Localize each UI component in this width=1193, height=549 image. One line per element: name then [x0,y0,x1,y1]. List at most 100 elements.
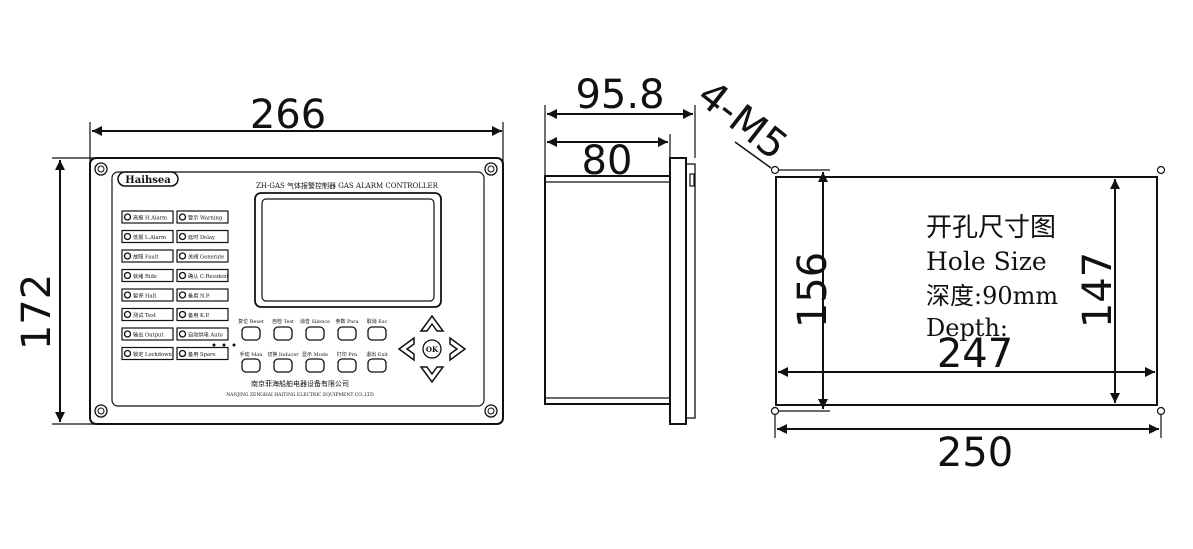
indicator-label: 备用 Spare [188,350,216,358]
arrow-up-icon[interactable] [419,314,445,332]
brand-badge [117,171,179,187]
indicator-label: 备用 N.P. [188,292,210,300]
indicator-label: 关阀 Generate [188,253,224,261]
top-key-button[interactable] [337,326,357,341]
brand-logo: Haihsea [125,175,171,186]
ok-button[interactable] [422,339,442,359]
indicator-label: 输出 Output [133,331,164,339]
indicator-label: 暂停 Halt [133,292,157,300]
indicator-frame [121,288,174,302]
front-height-label: 172 [14,274,60,350]
top-key-button[interactable] [367,326,387,341]
indicator-led-icon [178,271,187,280]
bottom-key-label: 显示 Mode [302,352,328,358]
indicator-led-icon [178,213,187,221]
bottom-key-label: 切换 Inducer [267,351,299,358]
left-indicator: 高报 H.Alarm [121,210,174,224]
cutout-title-en: Hole Size [926,247,1047,276]
side-view: 95.8 80 [544,72,696,425]
indicator-led-icon [123,310,132,319]
bottom-key-label: 退出 Exit [366,351,388,358]
panel-title: ZH-GAS 气体报警控制器 GAS ALARM CONTROLLER [256,181,439,190]
right-indicator: 自动供电 Auto [176,327,229,341]
top-key-label: 消音 Silence [300,318,330,325]
indicator-frame [176,210,229,224]
mounting-screw-label: 4-M5 [689,72,796,170]
cutout-rect [775,176,1158,406]
indicator-led-icon [123,330,132,338]
indicator-label: 备用 K.P. [188,311,210,319]
right-indicator: 备用 N.P. [176,288,229,302]
right-indicator: 警示 Warning [176,210,229,224]
indicator-label: 就绪 Ride [133,272,157,280]
right-indicator: 确认 C.Resident [176,268,229,283]
indicator-frame [176,327,229,341]
indicator-label: 低报 L.Alarm [133,233,166,241]
bottom-key-button[interactable] [337,358,357,373]
indicator-frame [121,307,174,322]
indicator-label: 高报 H.Alarm [133,214,167,222]
indicator-frame [121,268,174,283]
bottom-key-button[interactable] [367,358,387,373]
bottom-key-button[interactable] [273,358,293,373]
indicator-frame [176,268,229,283]
cutout-view: 4-M5 250 247 156 147 开孔尺寸图 Hole Size 深度:… [689,72,1166,476]
indicator-led-icon [178,349,187,358]
indicator-label: 确认 C.Resident [188,272,229,280]
indicator-label: 延时 Delay [188,233,215,241]
left-indicator: 锁定 Lockdown [121,346,174,361]
top-key-button[interactable] [273,326,293,341]
cutout-height-outer-label: 156 [790,252,836,328]
indicator-frame [176,288,229,302]
arrow-left-icon[interactable] [397,336,415,362]
top-key-label: 参数 Para [335,318,358,325]
arrow-right-icon[interactable] [449,336,467,362]
indicator-column-right: 警示 Warning 延时 Delay 关阀 Generate 确认 C.Reside… [176,210,229,361]
indicator-frame [121,249,174,263]
side-front-lip [685,163,696,419]
depth-total-label: 95.8 [575,72,664,118]
indicator-led-icon [123,291,132,299]
left-indicator: 低报 L.Alarm [121,229,174,244]
screw-leader-line [734,141,772,169]
top-key-button[interactable] [305,326,325,341]
indicator-label: 锁定 Lockdown [133,350,173,358]
lcd-outer [254,192,442,308]
indicator-frame [176,346,229,361]
indicator-led-icon [178,291,187,299]
bottom-key-button[interactable] [241,358,261,373]
bottom-key-label: 手动 Man [240,351,264,358]
indicator-led-icon [123,213,132,221]
indicator-led-icon [178,232,187,241]
lcd-screen [261,198,435,302]
top-key-button[interactable] [241,326,261,341]
cutout-width-outer-label: 250 [937,430,1013,476]
indicator-frame [176,229,229,244]
indicator-led-icon [123,349,132,358]
navigation-pad: OK [397,314,467,384]
indicator-frame [121,327,174,341]
manufacturer-en: NANJING ZENGHAI HAITING ELECTRIC EQUIPME… [226,392,374,398]
top-key-label: 自检 Test [272,318,294,325]
bottom-key-button[interactable] [305,358,325,373]
depth-body-label: 80 [582,138,633,184]
manufacturer-cn: 南京菲海船舶电器设备有限公司 [251,379,349,388]
right-indicator: 备用 K.P. [176,307,229,322]
indicator-led-icon [178,330,187,338]
indicator-label: 警示 Warning [188,214,223,222]
indicator-frame [176,249,229,263]
right-indicator: 关阀 Generate [176,249,229,263]
right-indicator: 延时 Delay [176,229,229,244]
indicator-label: 测试 Test [133,311,157,319]
indicator-frame [176,307,229,322]
top-key-label: 取消 Esc [367,318,388,325]
arrow-down-icon[interactable] [419,366,445,384]
cutout-width-inner-label: 247 [937,331,1013,377]
indicator-frame [121,229,174,244]
indicator-led-icon [178,310,187,319]
indicator-led-icon [123,232,132,241]
cutout-title-cn: 开孔尺寸图 [926,213,1056,243]
side-body [544,175,671,405]
